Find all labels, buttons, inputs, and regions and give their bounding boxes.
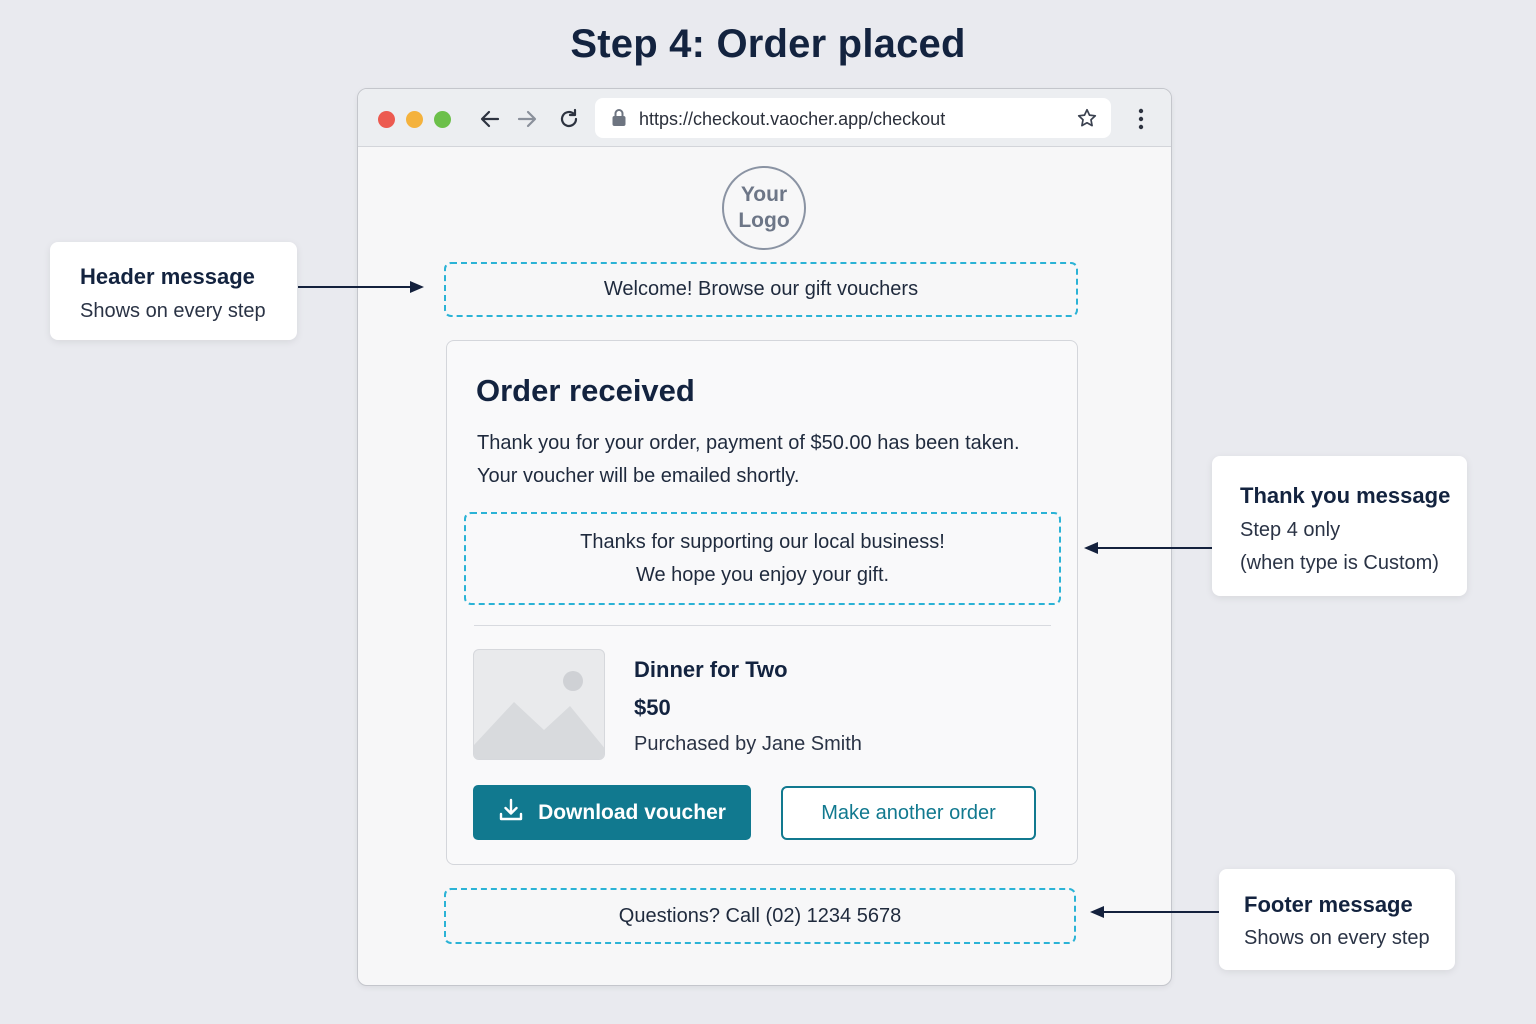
arrow-right-icon[interactable] — [513, 105, 541, 133]
browser-toolbar: https://checkout.vaocher.app/checkout — [358, 89, 1171, 147]
download-icon — [498, 797, 524, 829]
url-text: https://checkout.vaocher.app/checkout — [639, 109, 946, 129]
header-arrow — [298, 281, 424, 293]
product-buyer: Purchased by Jane Smith — [634, 733, 862, 755]
logo: Your Logo — [722, 166, 806, 250]
logo-line-1: Your — [740, 183, 788, 206]
reload-icon[interactable] — [555, 105, 583, 133]
callout-thanks-text: Step 4 only (when type is Custom) — [1240, 514, 1439, 580]
thank-you-line-1: Thanks for supporting our local business… — [580, 530, 945, 553]
star-icon[interactable] — [1077, 108, 1097, 133]
divider — [474, 625, 1051, 626]
maximize-window-icon[interactable] — [434, 111, 451, 128]
callout-thanks-line-2: (when type is Custom) — [1240, 552, 1439, 574]
callout-header-text: Shows on every step — [80, 300, 266, 322]
lock-icon — [611, 108, 627, 133]
download-voucher-label: Download voucher — [538, 800, 726, 824]
thank-you-line-2: We hope you enjoy your gift. — [635, 563, 890, 586]
header-message: Welcome! Browse our gift vouchers — [444, 262, 1078, 317]
page-title: Step 4: Order placed — [570, 22, 966, 66]
address-bar[interactable]: https://checkout.vaocher.app/checkout — [595, 98, 1111, 138]
thanks-arrow — [1084, 542, 1212, 554]
callout-footer-title: Footer message — [1244, 892, 1413, 917]
footer-arrow — [1090, 906, 1219, 918]
order-title: Order received — [476, 373, 695, 408]
header-message-callout: Header message Shows on every step — [50, 242, 297, 340]
order-card: Order received Thank you for your order,… — [446, 340, 1078, 865]
footer-message-callout: Footer message Shows on every step — [1219, 869, 1455, 970]
minimize-window-icon[interactable] — [406, 111, 423, 128]
browser-window: https://checkout.vaocher.app/checkout Yo… — [357, 88, 1172, 986]
close-window-icon[interactable] — [378, 111, 395, 128]
callout-thanks-line-1: Step 4 only — [1240, 519, 1341, 541]
callout-thanks-title: Thank you message — [1240, 483, 1451, 508]
make-another-order-button[interactable]: Make another order — [781, 786, 1036, 840]
logo-line-2: Logo — [738, 209, 790, 232]
callout-header-title: Header message — [80, 264, 255, 289]
arrow-left-icon[interactable] — [476, 105, 504, 133]
image-placeholder-icon — [473, 649, 605, 760]
download-voucher-button[interactable]: Download voucher — [473, 785, 751, 840]
kebab-menu-icon[interactable] — [1130, 107, 1152, 131]
thank-you-callout: Thank you message Step 4 only (when type… — [1212, 456, 1467, 596]
callout-footer-text: Shows on every step — [1244, 927, 1430, 949]
thank-you-message: Thanks for supporting our local business… — [464, 512, 1061, 605]
order-confirmation-text: Thank you for your order, payment of $50… — [477, 427, 1020, 493]
product-name: Dinner for Two — [634, 657, 788, 682]
order-line-2: Your voucher will be emailed shortly. — [477, 465, 800, 487]
footer-message: Questions? Call (02) 1234 5678 — [444, 888, 1076, 944]
product-price: $50 — [634, 695, 671, 720]
order-line-1: Thank you for your order, payment of $50… — [477, 432, 1020, 454]
